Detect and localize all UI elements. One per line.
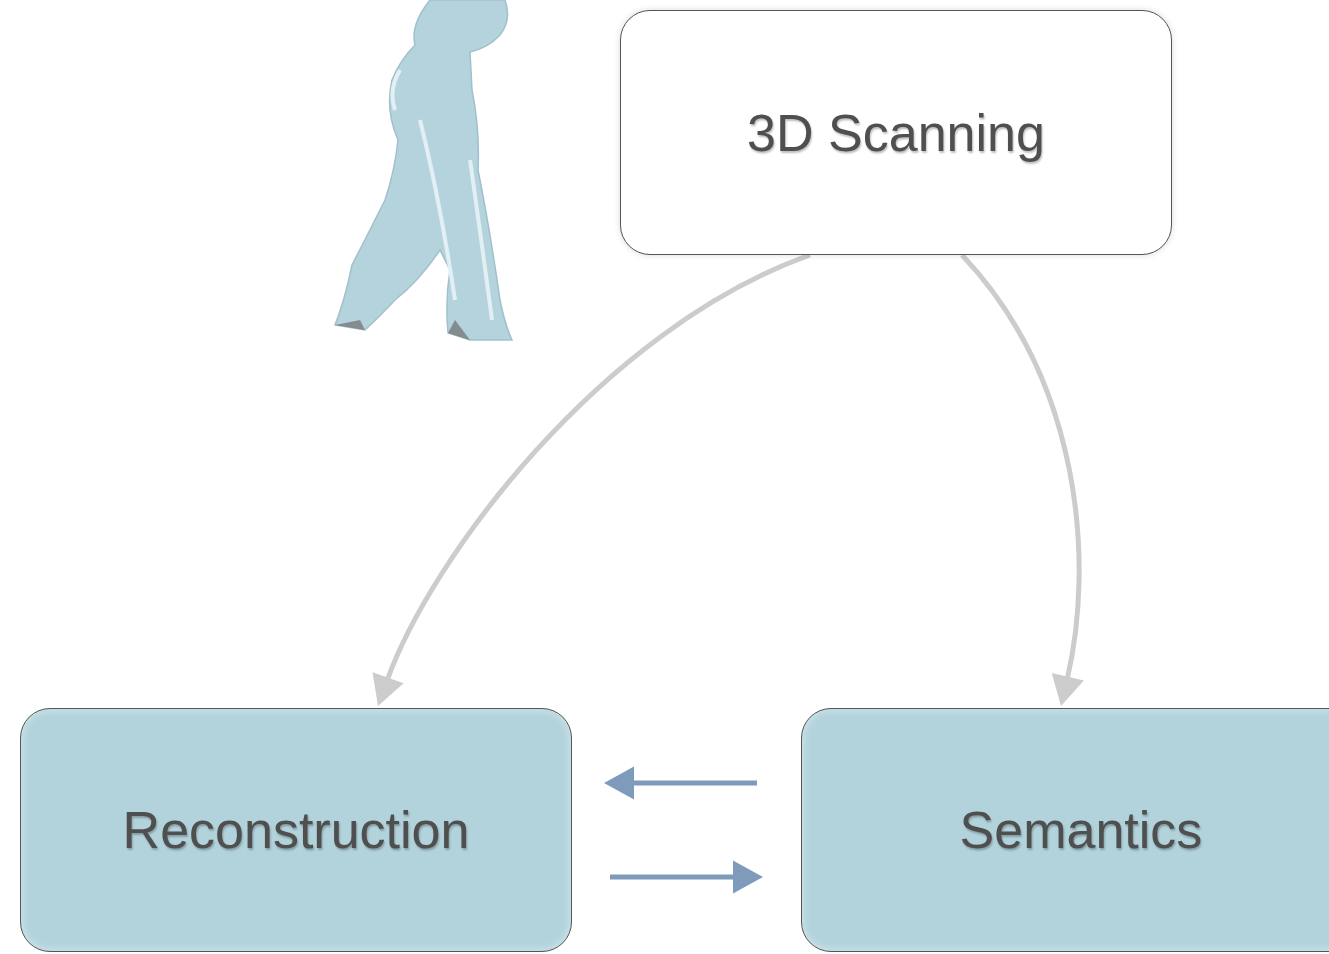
- process-box: Semantics: [801, 708, 1329, 952]
- connector-arrow: [962, 255, 1084, 706]
- source-box: 3D Scanning: [620, 10, 1172, 255]
- figure-silhouette: [335, 0, 512, 340]
- connector-arrow: [604, 767, 757, 800]
- figure-shading: [392, 70, 492, 320]
- figure-shadow: [335, 320, 470, 340]
- process-box: Reconstruction: [20, 708, 572, 952]
- connector-arrow: [373, 255, 810, 706]
- box-label: Reconstruction: [123, 800, 470, 860]
- connector-arrow: [610, 861, 763, 894]
- box-label: Semantics: [960, 800, 1203, 860]
- box-label: 3D Scanning: [747, 103, 1045, 163]
